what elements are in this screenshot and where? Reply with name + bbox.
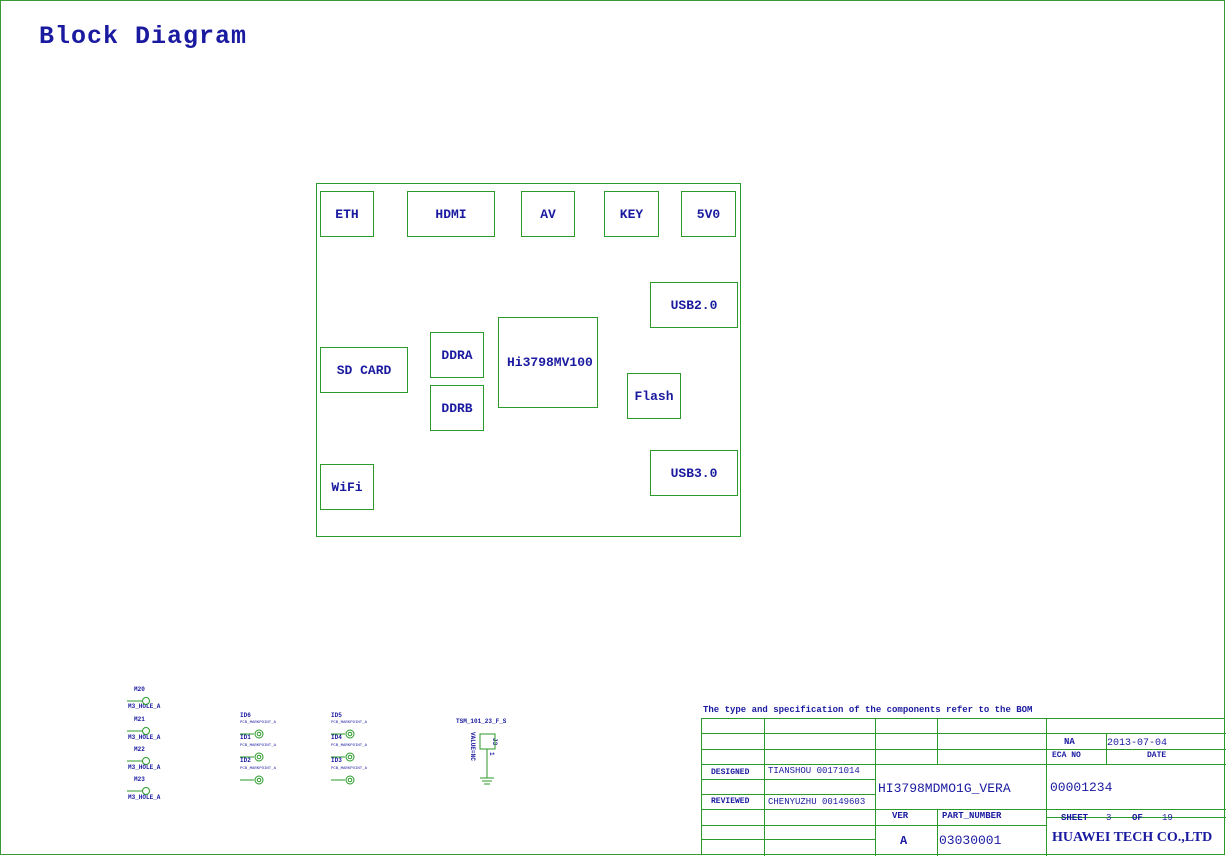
block-usb3[interactable]: USB3.0 bbox=[650, 450, 738, 496]
hole-m20-symbol bbox=[127, 697, 150, 705]
title-block bbox=[701, 718, 1226, 856]
block-5v0-label: 5V0 bbox=[696, 206, 721, 222]
block-wifi[interactable]: WiFi bbox=[320, 464, 374, 510]
tb-total-value: 19 bbox=[1162, 813, 1173, 823]
block-usb2-label: USB2.0 bbox=[670, 297, 718, 313]
mark-id6-value: PCB_MARKPOINT_A bbox=[240, 721, 277, 725]
block-usb2[interactable]: USB2.0 bbox=[650, 282, 738, 328]
hole-m22-ref: M22 bbox=[134, 746, 145, 753]
mark-id3-ref: ID3 bbox=[331, 757, 342, 764]
mark-id6-ref: ID6 bbox=[240, 712, 251, 719]
block-key-label: KEY bbox=[619, 206, 644, 222]
hole-m22-symbol bbox=[127, 757, 150, 765]
connector-name: TSM_101_23_F_S bbox=[456, 718, 507, 725]
tb-date-label: DATE bbox=[1147, 751, 1167, 760]
mark-id2-symbol bbox=[240, 752, 264, 762]
tb-of-label: OF bbox=[1132, 813, 1143, 823]
mark-id3-symbol bbox=[331, 752, 355, 762]
hole-m23-ref: M23 bbox=[134, 776, 145, 783]
block-sdcard[interactable]: SD CARD bbox=[320, 347, 408, 393]
block-av[interactable]: AV bbox=[521, 191, 575, 237]
mark-id4-value: PCB_MARKPOINT_A bbox=[331, 744, 368, 748]
mark-id2-ref: ID2 bbox=[240, 757, 251, 764]
tb-part-value: 03030001 bbox=[939, 833, 1002, 848]
block-ddra[interactable]: DDRA bbox=[430, 332, 484, 378]
block-eth-label: ETH bbox=[335, 206, 359, 222]
block-av-label: AV bbox=[540, 206, 556, 222]
mark-id1-ref: ID1 bbox=[240, 734, 251, 741]
block-sdcard-label: SD CARD bbox=[336, 362, 392, 378]
bom-note: The type and specification of the compon… bbox=[703, 705, 1033, 715]
hole-m20-ref: M20 bbox=[134, 686, 145, 693]
tb-eca-label: ECA NO bbox=[1052, 751, 1081, 760]
hole-m21-symbol bbox=[127, 727, 150, 735]
hole-m21-ref: M21 bbox=[134, 716, 145, 723]
mark-id4-ref: ID4 bbox=[331, 734, 342, 741]
block-soc[interactable]: Hi3798MV100 bbox=[498, 317, 598, 408]
block-wifi-label: WiFi bbox=[331, 479, 363, 495]
mark-id1-value: PCB_MARKPOINT_A bbox=[240, 744, 277, 748]
mark-id2-value: PCB_MARKPOINT_A bbox=[240, 767, 277, 771]
connector-j3-symbol bbox=[479, 733, 496, 785]
block-soc-label: Hi3798MV100 bbox=[507, 355, 593, 370]
block-ddra-label: DDRA bbox=[441, 347, 473, 363]
block-hdmi[interactable]: HDMI bbox=[407, 191, 495, 237]
tb-sheet-value: 3 bbox=[1106, 813, 1112, 823]
mark-id5-ref: ID5 bbox=[331, 712, 342, 719]
tb-reviewed-label: REVIEWED bbox=[711, 797, 750, 806]
block-flash-label: Flash bbox=[634, 388, 674, 404]
mark-id5-symbol bbox=[331, 775, 355, 785]
tb-sheet-label: SHEET bbox=[1061, 813, 1089, 823]
tb-reviewed-value: CHENYUZHU 00149603 bbox=[768, 797, 866, 807]
hole-m21-value: M3_HOLE_A bbox=[128, 734, 161, 741]
hole-m20-value: M3_HOLE_A bbox=[128, 703, 161, 710]
tb-designed-value: TIANSHOU 00171014 bbox=[768, 766, 860, 776]
block-eth[interactable]: ETH bbox=[320, 191, 374, 237]
tb-doc-name: HI3798MDMO1G_VERA bbox=[878, 781, 1011, 796]
mark-id4-symbol bbox=[331, 729, 355, 739]
block-ddrb-label: DDRB bbox=[441, 400, 473, 416]
tb-doc-number: 00001234 bbox=[1050, 780, 1113, 795]
tb-date-value: 2013-07-04 bbox=[1107, 738, 1168, 749]
tb-ver-value: A bbox=[900, 834, 908, 848]
hole-m23-value: M3_HOLE_A bbox=[128, 794, 161, 801]
hole-m23-symbol bbox=[127, 787, 150, 795]
page-title: Block Diagram bbox=[39, 22, 248, 51]
hole-m22-value: M3_HOLE_A bbox=[128, 764, 161, 771]
block-5v0[interactable]: 5V0 bbox=[681, 191, 736, 237]
mark-id5-value: PCB_MARKPOINT_A bbox=[331, 721, 368, 725]
board-outline bbox=[316, 183, 741, 537]
block-hdmi-label: HDMI bbox=[435, 206, 467, 222]
block-ddrb[interactable]: DDRB bbox=[430, 385, 484, 431]
tb-ver-label: VER bbox=[892, 811, 909, 821]
tb-company: HUAWEI TECH CO.,LTD bbox=[1052, 830, 1213, 845]
block-flash[interactable]: Flash bbox=[627, 373, 681, 419]
block-usb3-label: USB3.0 bbox=[670, 465, 718, 481]
tb-na: NA bbox=[1064, 737, 1075, 747]
mark-id6-symbol bbox=[240, 775, 264, 785]
tb-part-label: PART_NUMBER bbox=[942, 811, 1002, 821]
mark-id1-symbol bbox=[240, 729, 264, 739]
block-key[interactable]: KEY bbox=[604, 191, 659, 237]
mark-id3-value: PCB_MARKPOINT_A bbox=[331, 767, 368, 771]
tb-designed-label: DESIGNED bbox=[711, 768, 750, 777]
